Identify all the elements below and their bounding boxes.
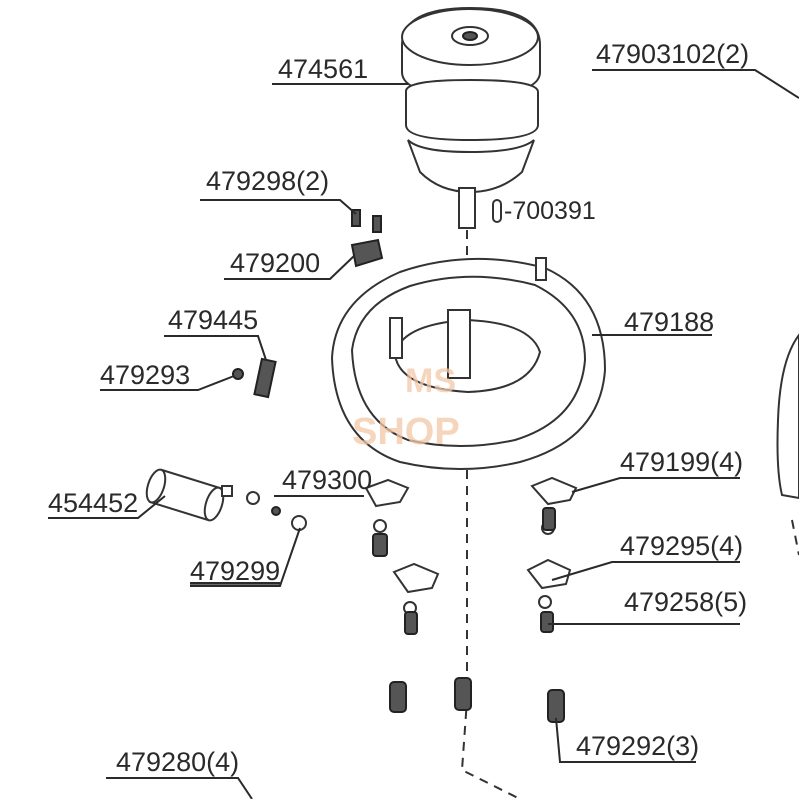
bracket-479200 (350, 238, 384, 268)
leader-47903102 (592, 69, 799, 99)
label-700391: -700391 (504, 197, 596, 225)
housing-479188 (330, 257, 607, 470)
label-479445: 479445 (168, 305, 258, 335)
washer-479300 (246, 491, 260, 505)
screw-479293 (232, 368, 244, 380)
leader-479280 (106, 777, 253, 799)
label-479293: 479293 (100, 360, 190, 390)
cover-47903102-partial (776, 333, 799, 500)
label-479298: 479298(2) (206, 166, 329, 196)
motor-cap-474561 (401, 6, 541, 194)
leader-479298 (200, 199, 357, 215)
shaft-sleeve (458, 187, 476, 229)
label-479295: 479295(4) (620, 531, 743, 561)
bolts-479292 (372, 507, 556, 635)
key-700391 (492, 199, 502, 223)
label-479258: 479258(5) (624, 587, 747, 617)
watermark-line2: SHOP (352, 411, 460, 453)
leader-479295 (551, 561, 740, 581)
leader-454452 (48, 495, 166, 519)
leader-479299 (190, 527, 301, 587)
right-edge-dashed-line (791, 519, 799, 556)
label-479280: 479280(4) (116, 747, 239, 777)
screws-479298 (351, 209, 382, 233)
capacitor-454452 (145, 468, 233, 522)
leader-479293 (100, 375, 235, 391)
label-479299: 479299 (190, 556, 280, 586)
label-479188: 479188 (624, 307, 714, 337)
leader-479200 (224, 255, 355, 280)
leader-479445 (164, 335, 267, 361)
label-479300: 479300 (282, 465, 372, 495)
label-479199: 479199(4) (620, 447, 743, 477)
nut-479300 (271, 506, 281, 516)
clip-479295-left (392, 562, 440, 594)
washers-479258 (373, 519, 555, 615)
label-454452: 454452 (48, 488, 138, 518)
label-47903102: 47903102(2) (596, 39, 749, 69)
clip-479199-left (364, 478, 410, 508)
switch-479445 (253, 357, 277, 399)
clip-479295-right (526, 558, 572, 590)
watermark-line1: MS (405, 362, 456, 400)
label-474561: 474561 (278, 54, 368, 84)
label-479292: 479292(3) (576, 731, 699, 761)
bolts-479280 (389, 677, 565, 723)
label-479200: 479200 (230, 248, 320, 278)
leader-479199 (571, 477, 740, 493)
leader-479292 (555, 717, 696, 763)
clip-479199-right (530, 476, 578, 506)
